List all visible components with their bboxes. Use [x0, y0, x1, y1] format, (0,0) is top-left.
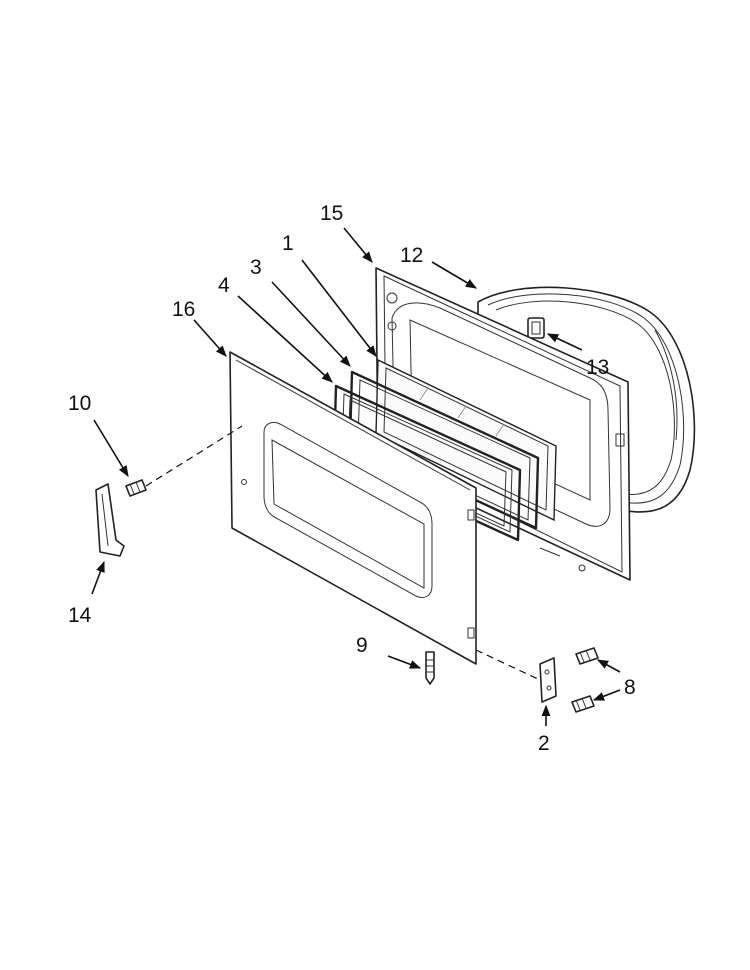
- callout-8: 8: [624, 676, 636, 699]
- part-9-screw: [425, 651, 435, 685]
- part-16-outer-door-panel: [229, 351, 477, 665]
- assembly-dash-lines: [145, 425, 541, 681]
- part-2-hinge-plate: [539, 657, 557, 703]
- leader-arrows: [91, 227, 621, 726]
- callout-12: 12: [400, 244, 423, 267]
- part-14-door-handle: [95, 483, 125, 557]
- callout-3: 3: [250, 256, 262, 279]
- callout-14: 14: [68, 604, 92, 627]
- callout-4: 4: [218, 274, 230, 297]
- callout-labels: 15 1 3 4 16 12 13 10 14 9 8 2: [68, 202, 636, 755]
- callout-10: 10: [68, 392, 91, 415]
- part-1-door-glass: [375, 358, 557, 522]
- callout-15: 15: [320, 202, 343, 225]
- part-8-screws: [571, 647, 599, 713]
- callout-1: 1: [282, 232, 294, 255]
- part-13-clip: [527, 317, 545, 339]
- part-10-handle-screw: [125, 479, 147, 497]
- callout-13: 13: [586, 356, 609, 379]
- callout-16: 16: [172, 298, 195, 321]
- callout-2: 2: [538, 732, 550, 755]
- callout-9: 9: [356, 634, 368, 657]
